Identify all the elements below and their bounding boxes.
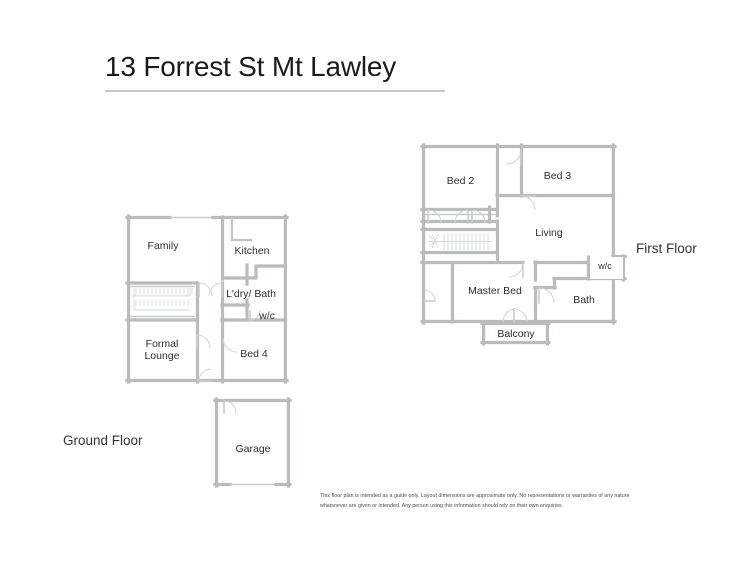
first-balcony [480, 320, 551, 346]
ground-garage [213, 397, 292, 488]
title-underline [105, 89, 445, 92]
first-floor-caption: First Floor [636, 241, 697, 256]
first-landing-walls [420, 219, 500, 264]
first-staircase [427, 232, 493, 251]
first-wc-box [586, 255, 623, 281]
title-block: 13 Forrest St Mt Lawley [105, 51, 450, 92]
ground-floor-caption: Ground Floor [63, 433, 143, 448]
ground-bath-walls [220, 263, 287, 322]
ground-staircase [130, 285, 195, 318]
ground-kitchen-walls [220, 215, 287, 281]
ground-floor-plan [125, 214, 292, 488]
disclaimer-line-1: This floor plan is intended as a guide o… [320, 493, 630, 499]
ground-door-swings [196, 282, 261, 382]
ground-mid-walls [125, 281, 225, 384]
first-door-swings [423, 149, 555, 323]
first-exterior-walls [420, 143, 627, 325]
first-lower-walls [420, 260, 615, 324]
disclaimer-line-2: whatsoever are given or intended. Any pe… [320, 503, 562, 510]
first-floor-plan [420, 143, 627, 346]
disclaimer-block: This floor plan is intended as a guide o… [320, 491, 720, 512]
page-title: 13 Forrest St Mt Lawley [105, 51, 397, 82]
